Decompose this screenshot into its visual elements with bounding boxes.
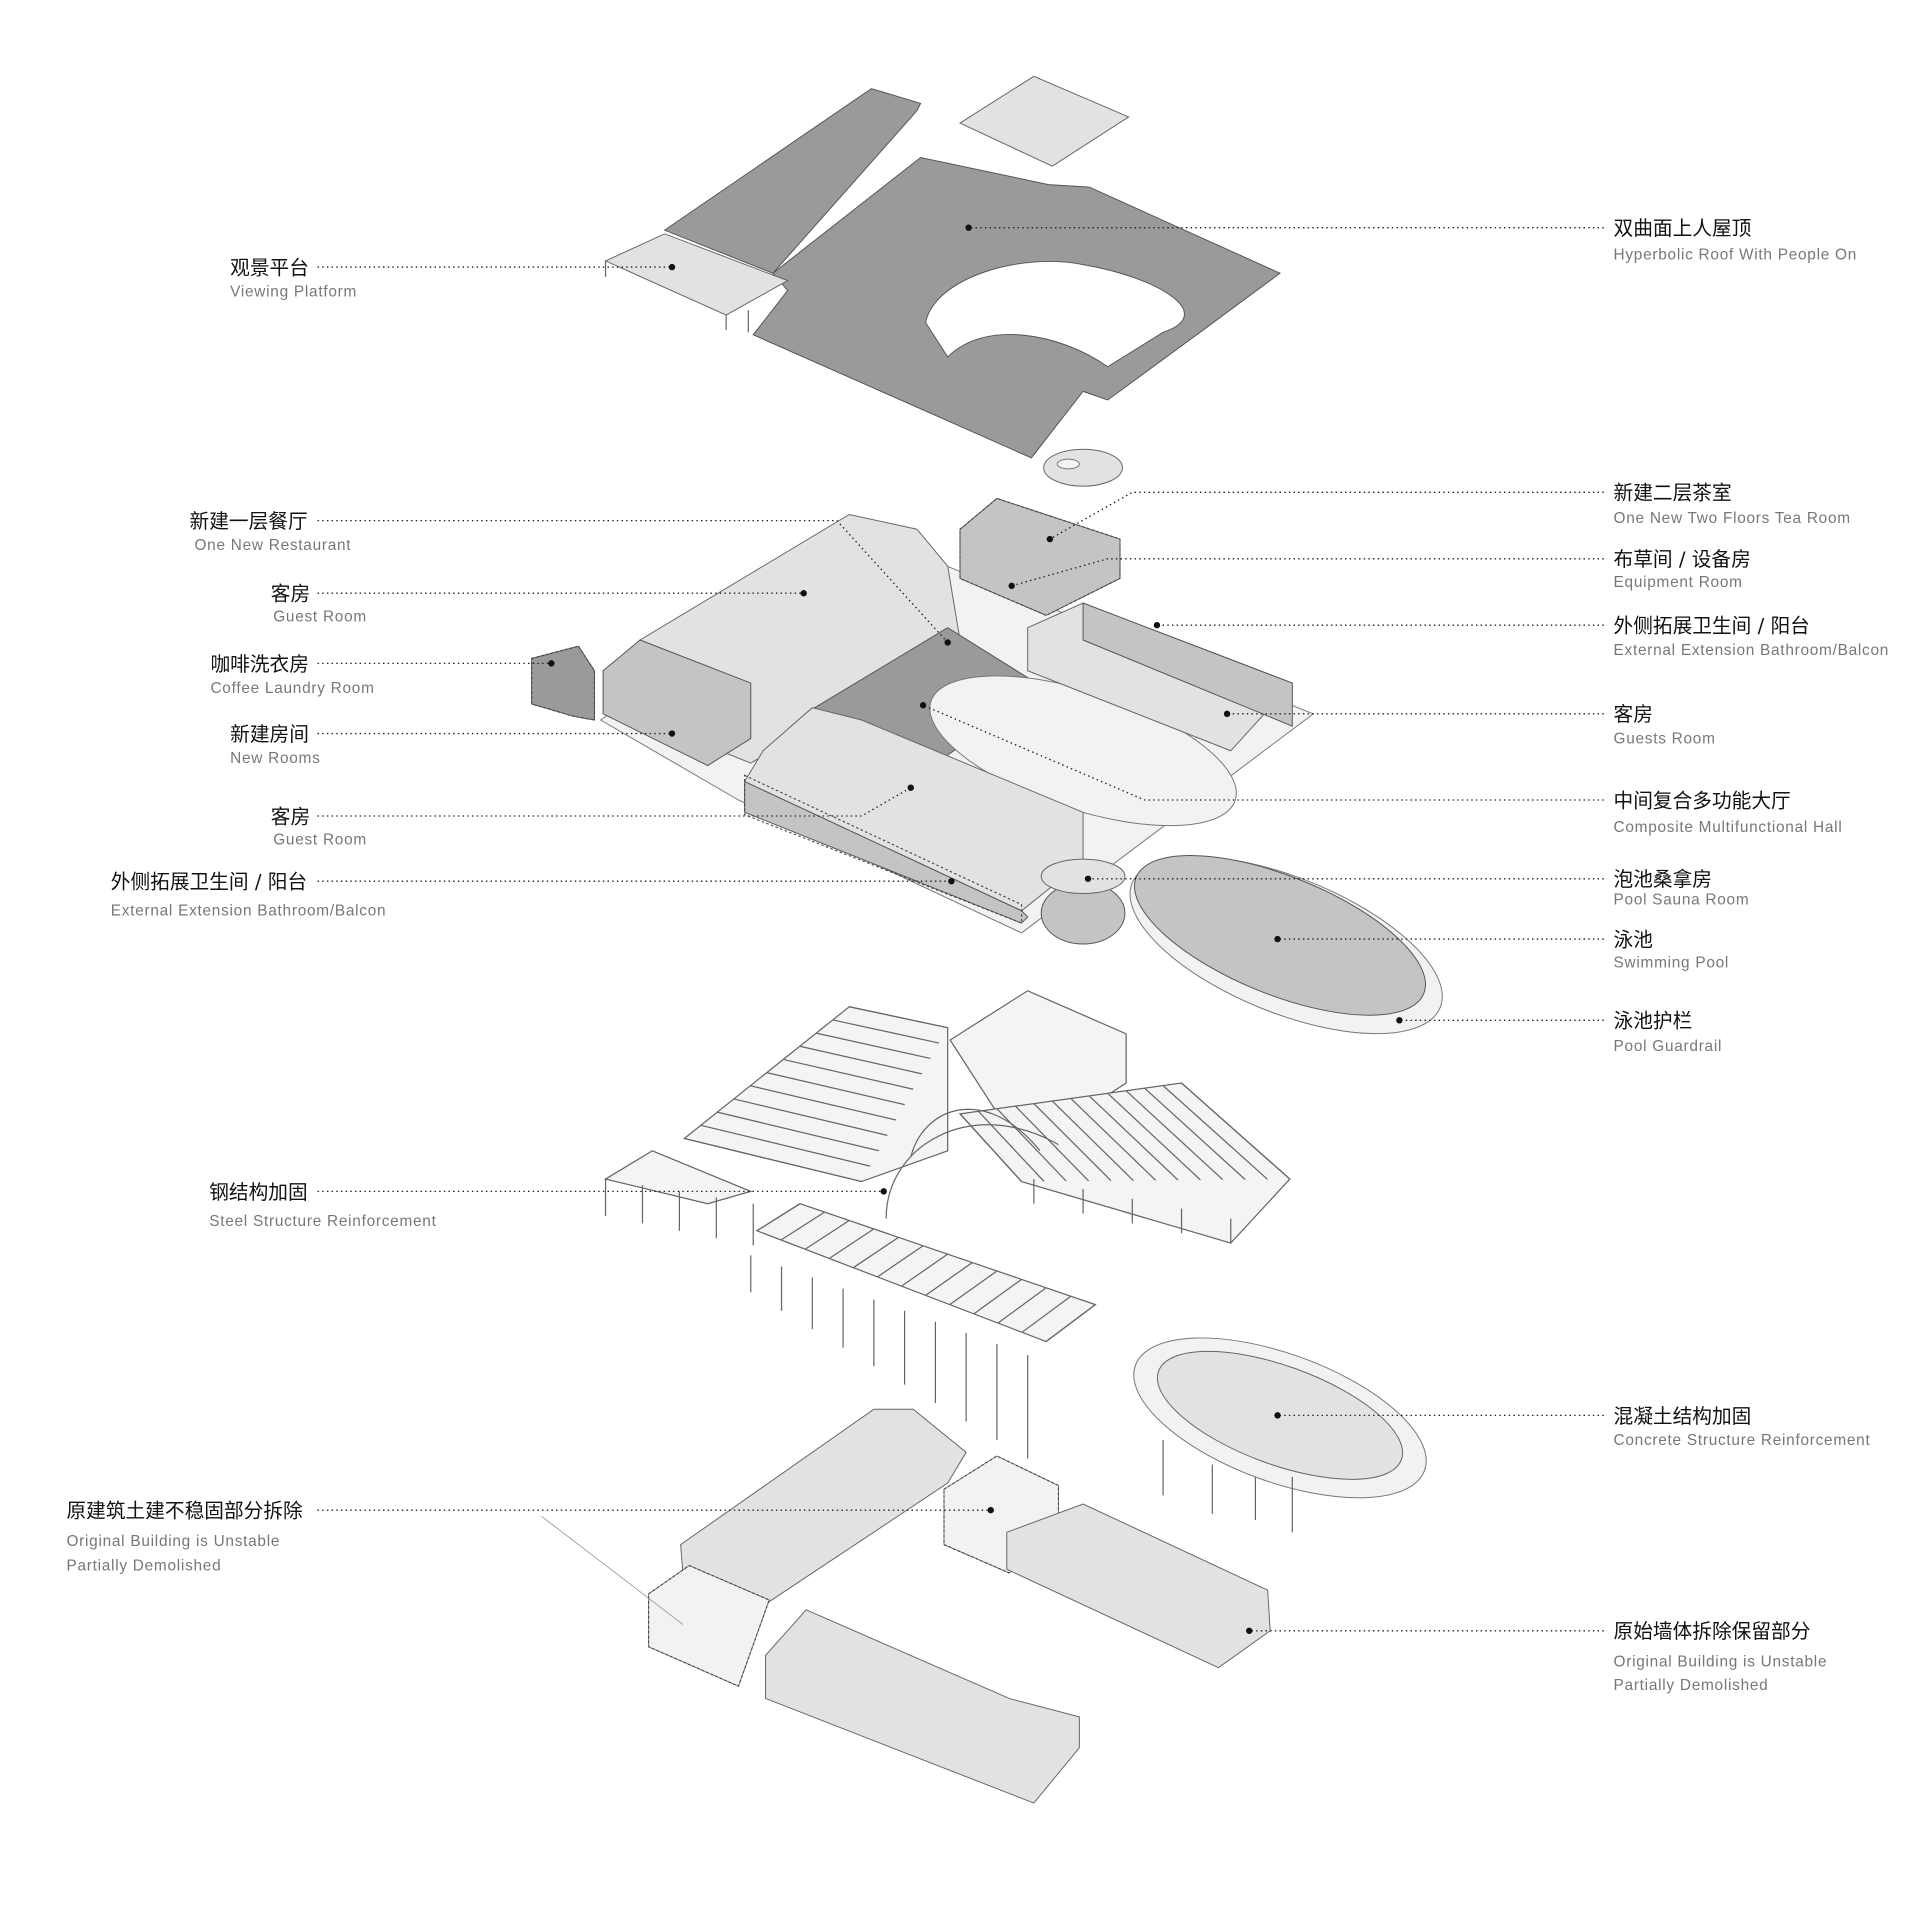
steel-member [684, 1137, 862, 1183]
steel-member [799, 1045, 922, 1075]
label-hall-en: Composite Multifunctional Hall [1614, 819, 1843, 836]
steel-member [901, 1253, 949, 1287]
steel-member [996, 1108, 1067, 1182]
steel-member [766, 1072, 905, 1106]
steel-member [783, 1058, 914, 1090]
building-layer [531, 497, 1443, 1035]
label-restaurant-en: One New Restaurant [194, 537, 351, 554]
label-steel-zh: 钢结构加固 [209, 1181, 307, 1204]
steel-member [1014, 1105, 1090, 1182]
label-new-rooms-en: New Rooms [230, 750, 320, 767]
label-coffee-laundry-zh: 咖啡洗衣房 [210, 653, 308, 676]
label-retained-zh: 原始墙体拆除保留部分 [1614, 1620, 1811, 1643]
steel-member [1021, 1295, 1072, 1333]
steel-structure [603, 990, 1291, 1459]
retained-wall-east [1006, 1503, 1271, 1669]
steel-member [1144, 1087, 1246, 1180]
label-pool-zh: 泳池 [1614, 928, 1653, 951]
steel-member [1070, 1098, 1157, 1181]
label-concrete-en: Concrete Structure Reinforcement [1614, 1432, 1871, 1449]
steel-member [949, 1270, 998, 1306]
steel-member [1051, 1100, 1134, 1181]
label-guardrail-en: Pool Guardrail [1614, 1038, 1723, 1055]
steel-member [925, 1262, 973, 1296]
label-concrete-zh: 混凝土结构加固 [1614, 1405, 1752, 1428]
steel-member [832, 1019, 940, 1044]
steel-member [1107, 1092, 1201, 1181]
concrete-structure [1133, 1337, 1427, 1533]
label-demolished-en-2: Partially Demolished [66, 1557, 221, 1574]
round-skylight [1043, 448, 1123, 487]
new-rooms [602, 639, 752, 767]
retained-wall-south [765, 1609, 1080, 1804]
steel-member [978, 1110, 1045, 1182]
steel-member [733, 1098, 888, 1136]
label-equipment-en: Equipment Room [1614, 574, 1743, 591]
steel-member [750, 1085, 897, 1121]
steel-member [1088, 1095, 1179, 1181]
steel-member [804, 1219, 850, 1250]
label-sauna-en: Pool Sauna Room [1614, 892, 1750, 909]
steel-member [1181, 1082, 1291, 1180]
label-retained-en-2: Partially Demolished [1614, 1677, 1769, 1694]
coffee-laundry [531, 645, 595, 721]
labels-right: 双曲面上人屋顶 Hyperbolic Roof With People On 新… [1614, 217, 1890, 1694]
label-guest-room-2-en: Guest Room [273, 831, 367, 848]
label-restaurant-zh: 新建一层餐厅 [190, 510, 308, 533]
steel-member [756, 1203, 801, 1232]
steel-member [1162, 1085, 1268, 1180]
steel-member [849, 1006, 948, 1029]
label-roof-en: Hyperbolic Roof With People On [1614, 247, 1858, 264]
label-steel-en: Steel Structure Reinforcement [209, 1213, 436, 1230]
label-viewing-platform-zh: 观景平台 [230, 256, 309, 279]
steel-member [973, 1278, 1022, 1315]
label-ext-bath-left-en: External Extension Bathroom/Balcon [111, 903, 387, 920]
steel-member [828, 1228, 875, 1259]
label-tea-room-en: One New Two Floors Tea Room [1614, 510, 1851, 527]
label-guardrail-zh: 泳池护栏 [1614, 1010, 1693, 1033]
viewing-platform [604, 233, 789, 316]
label-ext-bath-left-zh: 外侧拓展卫生间 / 阳台 [111, 871, 307, 894]
steel-member [700, 1124, 871, 1167]
roof-gable-left [663, 88, 922, 274]
roof-layer [604, 75, 1281, 487]
label-pool-en: Swimming Pool [1614, 954, 1730, 971]
labels-left: 观景平台 Viewing Platform 新建一层餐厅 One New Res… [66, 256, 436, 1574]
steel-member [1033, 1103, 1112, 1182]
steel-member [877, 1245, 924, 1278]
steel-member [816, 1032, 931, 1060]
steel-member [997, 1287, 1047, 1324]
label-demolished-zh: 原建筑土建不稳固部分拆除 [66, 1500, 303, 1523]
label-roof-zh: 双曲面上人屋顶 [1614, 217, 1752, 240]
steel-member [780, 1211, 825, 1241]
label-coffee-laundry-en: Coffee Laundry Room [210, 680, 374, 697]
ext-bath-east [1082, 602, 1293, 727]
label-guest-room-1-en: Guest Room [273, 609, 367, 626]
label-ext-bath-right-en: External Extension Bathroom/Balcon [1614, 642, 1890, 659]
label-guest-room-2-zh: 客房 [271, 805, 310, 828]
label-guest-room-1-zh: 客房 [271, 583, 310, 606]
ext-bath-south [744, 780, 1029, 924]
steel-member [1125, 1090, 1224, 1181]
label-demolished-en-1: Original Building is Unstable [66, 1533, 280, 1550]
leader-lines [317, 224, 1604, 1634]
label-guests-room-en: Guests Room [1614, 730, 1716, 747]
swimming-pool [1134, 855, 1426, 1016]
original-building [648, 1408, 1271, 1804]
steel-member [1045, 1304, 1096, 1343]
hyperbolic-roof [752, 157, 1281, 459]
label-new-rooms-zh: 新建房间 [230, 723, 309, 746]
roof-skylight-slab [958, 75, 1130, 167]
label-ext-bath-right-zh: 外侧拓展卫生间 / 阳台 [1614, 615, 1810, 638]
label-viewing-platform-en: Viewing Platform [230, 284, 357, 301]
label-sauna-zh: 泡池桑拿房 [1614, 868, 1712, 891]
label-guests-room-zh: 客房 [1614, 703, 1653, 726]
steel-member [852, 1236, 899, 1269]
label-retained-en-1: Original Building is Unstable [1614, 1653, 1828, 1670]
label-equipment-zh: 布草间 / 设备房 [1614, 548, 1751, 571]
steel-member [717, 1111, 879, 1152]
label-hall-zh: 中间复合多功能大厅 [1614, 789, 1791, 812]
steel-member [959, 1113, 1022, 1182]
label-tea-room-zh: 新建二层茶室 [1614, 482, 1732, 505]
